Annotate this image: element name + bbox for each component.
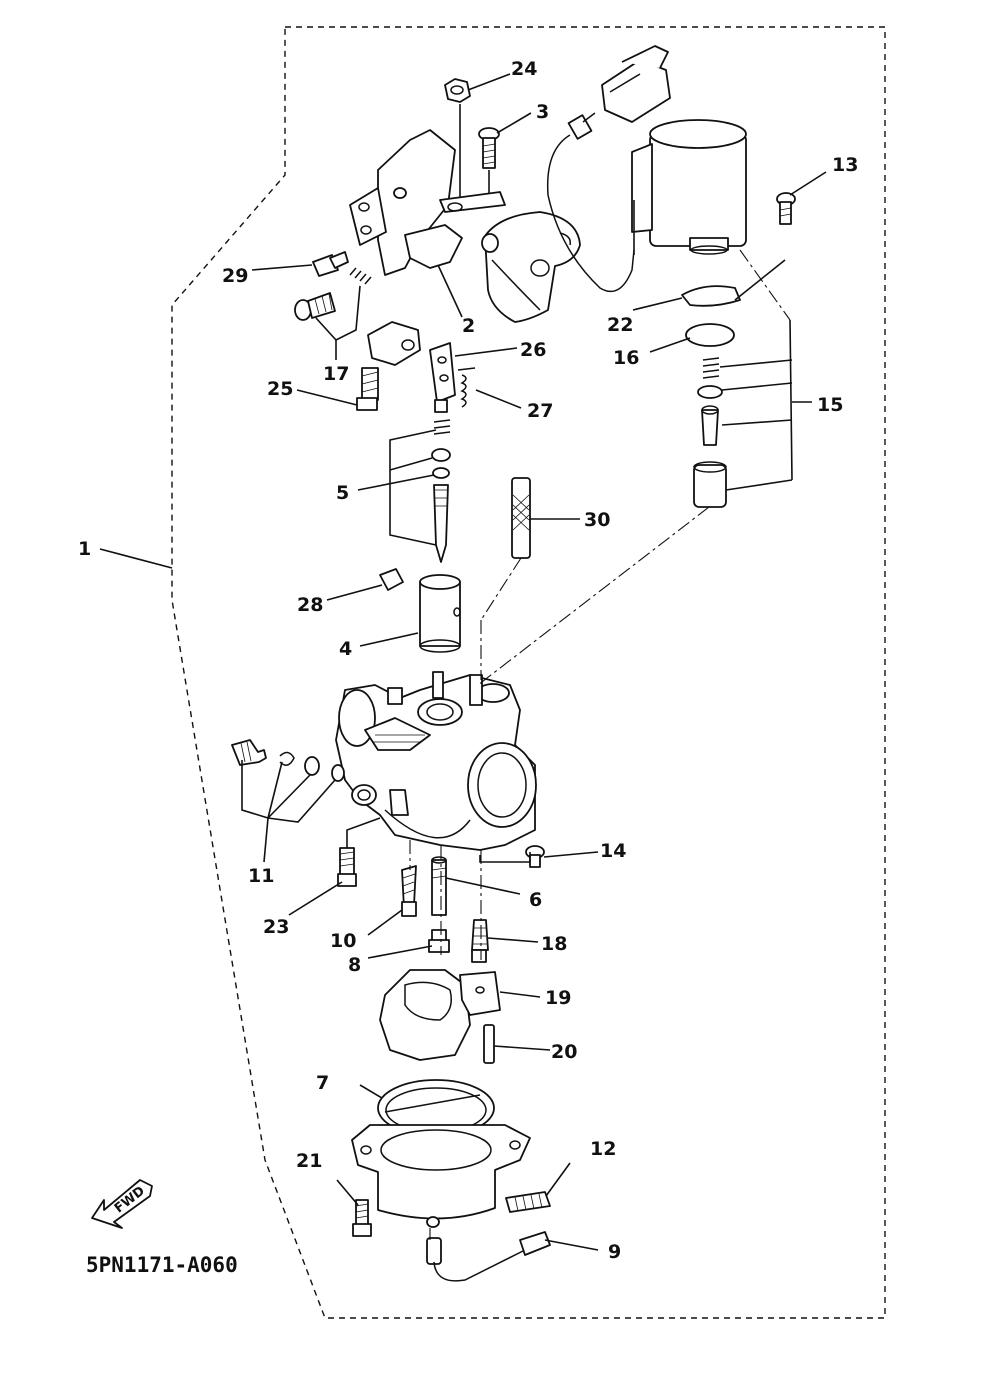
label-8: 8 <box>348 954 361 976</box>
label-5: 5 <box>336 482 349 504</box>
label-13: 13 <box>832 154 858 176</box>
label-22: 22 <box>607 314 633 336</box>
part-11-pilot-screw-set <box>231 739 345 782</box>
part-float-bowl <box>351 1124 531 1228</box>
part-17-screw <box>294 292 336 321</box>
assembly-boundary <box>171 26 886 1319</box>
label-26: 26 <box>520 339 546 361</box>
part-21-screw <box>352 1199 372 1237</box>
label-20: 20 <box>551 1041 577 1063</box>
part-19-float <box>379 969 501 1061</box>
label-14: 14 <box>600 840 626 862</box>
part-number-labels: 1 2 3 4 5 6 7 8 9 10 11 12 13 14 15 16 1… <box>78 58 858 1263</box>
label-24: 24 <box>511 58 537 80</box>
part-12-drain-screw <box>505 1191 551 1213</box>
label-15: 15 <box>817 394 843 416</box>
part-lever-block <box>367 321 421 366</box>
part-3-screw <box>478 127 500 196</box>
label-29: 29 <box>222 265 248 287</box>
part-29-screw <box>312 251 349 277</box>
label-2: 2 <box>462 315 475 337</box>
label-11: 11 <box>248 865 274 887</box>
part-30-tube <box>511 477 531 559</box>
part-connector <box>546 45 671 293</box>
part-16-o-ring <box>685 323 735 347</box>
part-26-bracket <box>429 342 456 413</box>
label-10: 10 <box>330 930 356 952</box>
part-20-pin <box>483 1024 495 1064</box>
label-30: 30 <box>584 509 610 531</box>
part-4-sleeve <box>419 574 461 653</box>
label-18: 18 <box>541 933 567 955</box>
part-6-needle-jet <box>431 856 447 916</box>
label-23: 23 <box>263 916 289 938</box>
part-2-throttle-plate <box>481 211 581 323</box>
label-6: 6 <box>529 889 542 911</box>
part-28-pin <box>379 568 404 591</box>
part-10-jet <box>401 865 417 917</box>
fwd-arrow-icon: FWD <box>91 1179 153 1229</box>
diagram-code: 5PN1171-A060 <box>86 1253 238 1277</box>
part-solenoid-body <box>631 119 747 255</box>
part-8-main-jet <box>428 929 450 953</box>
label-7: 7 <box>316 1072 329 1094</box>
label-19: 19 <box>545 987 571 1009</box>
label-1: 1 <box>78 538 91 560</box>
part-9-drain-hose <box>426 1231 551 1282</box>
part-24-nut <box>444 78 471 205</box>
part-23-screw <box>337 847 357 887</box>
part-15-set <box>693 357 727 508</box>
part-13-screw <box>776 192 796 225</box>
leader-lines <box>99 73 827 1251</box>
label-9: 9 <box>608 1241 621 1263</box>
label-17: 17 <box>323 363 349 385</box>
label-4: 4 <box>339 638 352 660</box>
alignment-lines <box>409 249 791 1240</box>
label-27: 27 <box>527 400 553 422</box>
label-12: 12 <box>590 1138 616 1160</box>
label-25: 25 <box>267 378 293 400</box>
part-lever-bracket <box>349 129 506 276</box>
part-25-screw <box>356 367 379 411</box>
part-27-spring <box>457 367 476 408</box>
part-14-screw <box>525 845 545 868</box>
part-22-clip <box>681 285 741 307</box>
part-spring-17 <box>349 267 372 285</box>
part-5-needle-set <box>431 419 451 563</box>
label-28: 28 <box>297 594 323 616</box>
part-carburetor-body <box>335 671 537 851</box>
label-16: 16 <box>613 347 639 369</box>
part-18-float-needle <box>471 919 489 963</box>
label-21: 21 <box>296 1150 322 1172</box>
label-3: 3 <box>536 101 549 123</box>
